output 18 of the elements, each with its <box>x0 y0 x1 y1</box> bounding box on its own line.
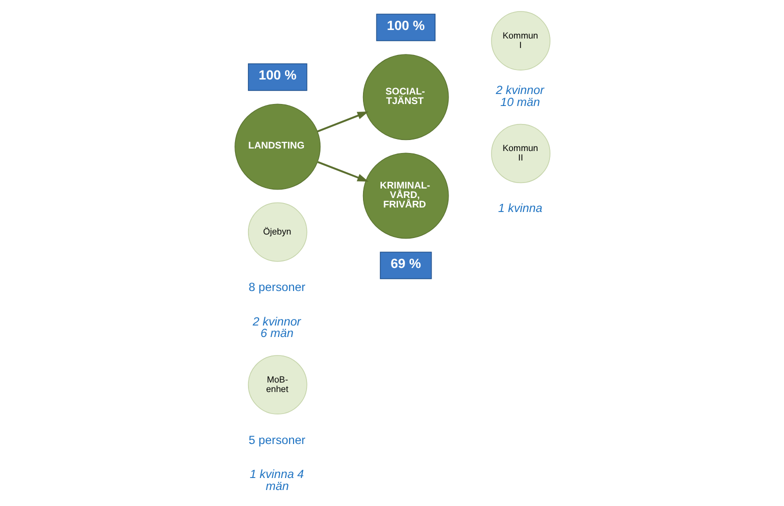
node-label: 2 kvinnor 10 män <box>495 83 544 109</box>
node-box: 69 % <box>379 252 432 280</box>
node-label: 5 personer <box>248 432 305 447</box>
node-circle: LANDSTING <box>234 104 320 190</box>
node-box: 100 % <box>376 14 435 42</box>
node-box: 100 % <box>247 63 307 91</box>
node-circle: Öjebyn <box>247 202 307 262</box>
arrow <box>316 111 368 132</box>
node-label: 2 kvinnor 6 män <box>252 314 300 340</box>
node-circle: Kommun II <box>490 124 550 184</box>
node-label: 8 personer <box>248 280 305 294</box>
node-label: 1 kvinna 4 män <box>249 467 304 493</box>
node-circle: Kommun I <box>490 11 550 70</box>
node-circle: SOCIAL- TJÄNST <box>362 54 448 140</box>
arrow <box>316 161 368 182</box>
node-circle: MoB- enhet <box>247 355 307 414</box>
node-circle: KRIMINAL- VÅRD, FRIVÅRD <box>362 152 448 239</box>
node-label: 1 kvinna <box>498 200 542 215</box>
